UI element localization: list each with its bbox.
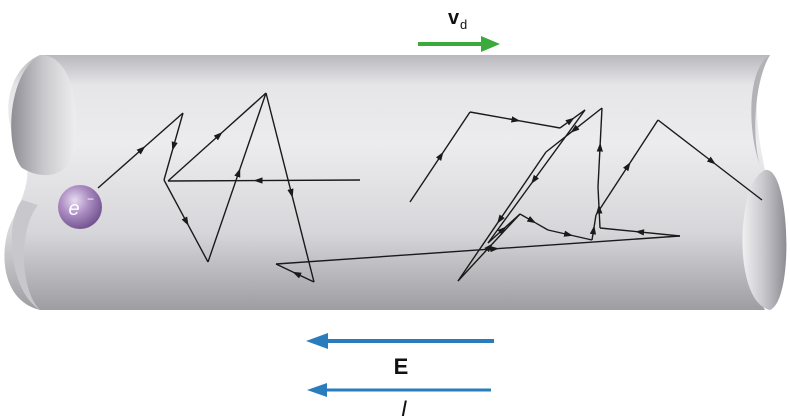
electron: e − bbox=[58, 185, 102, 229]
electric-field-arrow: E bbox=[306, 333, 494, 379]
path-main-segment bbox=[598, 187, 599, 205]
drift-velocity-subscript: d bbox=[460, 17, 467, 32]
electron-charge-sign: − bbox=[87, 192, 94, 206]
current-label: I bbox=[401, 396, 407, 418]
current-arrow: I bbox=[307, 383, 491, 418]
electric-field-label: E bbox=[394, 354, 409, 379]
wire-tube bbox=[4, 55, 786, 310]
electron-label: e bbox=[68, 198, 79, 220]
drift-velocity-arrow: v d bbox=[418, 7, 500, 52]
drift-velocity-label: v bbox=[448, 7, 460, 29]
path-loop-segment-arrow bbox=[254, 180, 360, 181]
electron-sphere bbox=[58, 185, 102, 229]
tube-body bbox=[4, 55, 770, 310]
